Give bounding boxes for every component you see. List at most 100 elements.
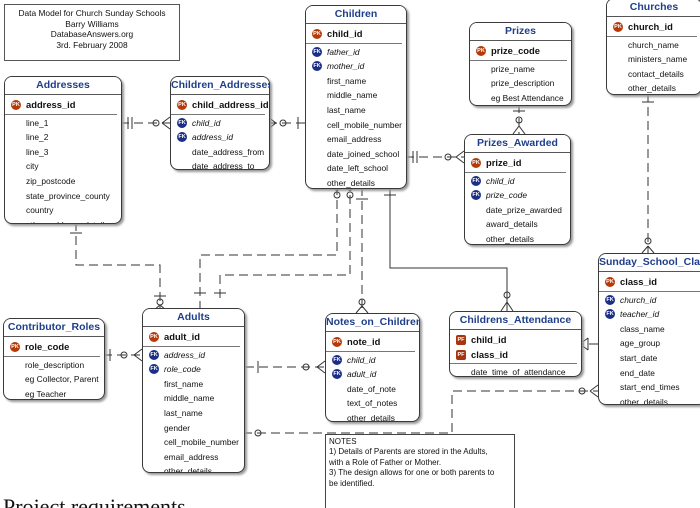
entity-title: Childrens_Attendance xyxy=(450,312,581,330)
entity-field: country xyxy=(9,203,121,218)
field-name: contact_details xyxy=(628,68,684,79)
key-separator xyxy=(143,345,240,347)
pk-badge-icon: PK xyxy=(332,337,342,347)
entity-title: Sunday_School_Classes xyxy=(599,254,700,272)
entity-field: other_details xyxy=(147,464,244,473)
entity-field: date_left_school xyxy=(310,161,406,176)
field-name: cell_mobile_number xyxy=(327,119,402,130)
field-name: role_description xyxy=(25,359,85,370)
entity-field: date_joined_school xyxy=(310,147,406,162)
field-name: line_1 xyxy=(26,117,49,128)
field-name: child_id xyxy=(327,28,363,39)
entity-title: Children xyxy=(306,6,406,24)
field-name: father_id xyxy=(327,46,360,57)
notes-line: 3) The design allows for one or both par… xyxy=(329,468,495,478)
entity-field: gender xyxy=(147,421,244,436)
field-name: age_group xyxy=(620,338,661,349)
diagram-title-block: Data Model for Church Sunday Schools Bar… xyxy=(4,4,180,61)
entity-title: Prizes_Awarded xyxy=(465,135,570,153)
field-name: address_id xyxy=(192,132,233,143)
entity-field: last_name xyxy=(147,406,244,421)
field-name: role_code xyxy=(25,341,70,352)
entity-field: eg Teacher xyxy=(8,387,104,399)
entity-field: text_of_notes xyxy=(330,396,419,411)
entity-field: contact_details xyxy=(611,67,700,82)
entity-field: award_details xyxy=(469,217,570,232)
field-name: prize_code xyxy=(486,190,527,201)
field-name: last_name xyxy=(327,104,366,115)
entity-field: other_details xyxy=(469,232,570,244)
field-name: line_2 xyxy=(26,132,49,143)
field-name: prize_id xyxy=(486,157,522,168)
date-line: 3rd. February 2008 xyxy=(56,39,128,50)
notes-box: NOTES 1) Details of Parents are stored i… xyxy=(325,434,515,508)
field-name: text_of_notes xyxy=(347,398,398,409)
entity-field: email_address xyxy=(310,132,406,147)
entity-field: PK role_code xyxy=(8,340,104,355)
entity-title: Contributor_Roles xyxy=(4,319,104,337)
field-name: prize_code xyxy=(491,45,540,56)
entity-field: other_details xyxy=(330,411,419,422)
field-name: address_id xyxy=(26,99,76,110)
entity-field: state_province_county xyxy=(9,189,121,204)
entity-field: date_prize_awarded xyxy=(469,203,570,218)
entity-field: zip_postcode xyxy=(9,174,121,189)
field-name: email_address xyxy=(164,451,219,462)
pk-badge-icon: PK xyxy=(177,100,187,110)
field-name: note_id xyxy=(347,336,381,347)
entity-field: email_address xyxy=(147,450,244,465)
pk-badge-icon: PK xyxy=(10,342,20,352)
entity-field: age_group xyxy=(603,336,700,351)
fk-badge-icon: FK xyxy=(332,354,342,365)
field-name: city xyxy=(26,161,39,172)
field-name: church_id xyxy=(628,21,673,32)
entity-field: date_address_from xyxy=(175,145,269,160)
field-name: other_details xyxy=(164,466,212,473)
fk-badge-icon: FK xyxy=(471,175,481,186)
field-name: email_address xyxy=(327,134,382,145)
field-name: cell_mobile_number xyxy=(164,437,239,448)
field-name: other_details xyxy=(620,396,668,405)
field-name: church_id xyxy=(620,294,657,305)
entity-field: eg Collector, Parent xyxy=(8,372,104,387)
field-name: date_address_from xyxy=(192,146,265,157)
field-name: class_id xyxy=(620,276,658,287)
key-separator xyxy=(5,113,117,115)
title-line: Data Model for Church Sunday Schools xyxy=(18,8,166,18)
entity-field: date_of_note xyxy=(330,382,419,397)
entity-field: eg Best Attendance xyxy=(474,91,571,105)
field-name: role_code xyxy=(164,364,201,375)
field-name: teacher_id xyxy=(620,309,660,320)
field-name: other_details xyxy=(347,412,395,422)
field-name: adult_id xyxy=(347,369,377,380)
key-separator xyxy=(450,363,577,365)
entity-sunday-school-classes[interactable]: Sunday_School_ClassesPKclass_idFKchurch_… xyxy=(598,253,700,405)
key-separator xyxy=(4,355,100,357)
